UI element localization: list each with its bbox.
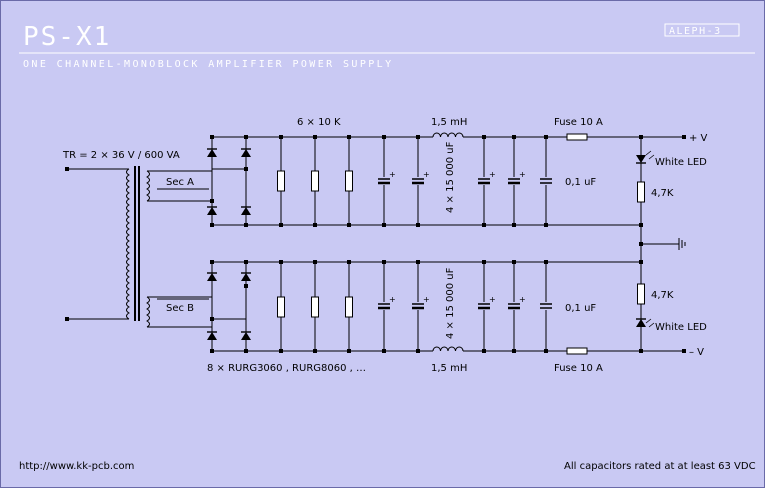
led-bottom-label: White LED (655, 322, 707, 333)
transformer (67, 166, 212, 328)
sec-b-label: Sec B (166, 303, 194, 314)
cap-bottom-label: 0,1 uF (565, 303, 596, 314)
footer-url[interactable]: http://www.kk-pcb.com (19, 461, 134, 472)
fuse-top-label: Fuse 10 A (554, 117, 603, 128)
resistor-bank (280, 137, 350, 351)
diodes-label: 8 × RURG3060 , RURG8060 , … (207, 363, 366, 374)
ground-symbol (678, 238, 686, 250)
inductor-top-label: 1,5 mH (431, 117, 467, 128)
transformer-label: TR = 2 × 36 V / 600 VA (62, 150, 180, 161)
minus-v-label: – V (689, 347, 704, 358)
cap-top-label: 0,1 uF (565, 177, 596, 188)
res-top-label: 4,7K (651, 188, 674, 199)
badge-frame (664, 23, 740, 37)
sec-a-label: Sec A (166, 177, 194, 188)
fuse-top (566, 133, 588, 141)
page-subtitle: ONE CHANNEL-MONOBLOCK AMPLIFIER POWER SU… (23, 59, 394, 70)
bridge-top (211, 137, 247, 225)
page-title: PS-X1 (23, 22, 111, 52)
resistor-bank-label: 6 × 10 K (297, 117, 341, 128)
led-top-label: White LED (655, 157, 707, 168)
inductor-bottom (432, 346, 464, 352)
cap-bank-bottom-label: 4 × 15 000 uF (445, 267, 456, 339)
aleph-badge: ALEPH-3 (669, 26, 722, 37)
footer-note: All capacitors rated at at least 63 VDC (564, 461, 756, 472)
res-bottom-label: 4,7K (651, 290, 674, 301)
plus-v-label: + V (689, 133, 708, 144)
bridge-bottom (211, 262, 247, 351)
inductor-top (432, 132, 464, 138)
fuse-bottom-label: Fuse 10 A (554, 363, 603, 374)
cap-bank-top-label: 4 × 15 000 uF (445, 141, 456, 213)
fuse-bottom (566, 347, 588, 355)
inductor-bottom-label: 1,5 mH (431, 363, 467, 374)
